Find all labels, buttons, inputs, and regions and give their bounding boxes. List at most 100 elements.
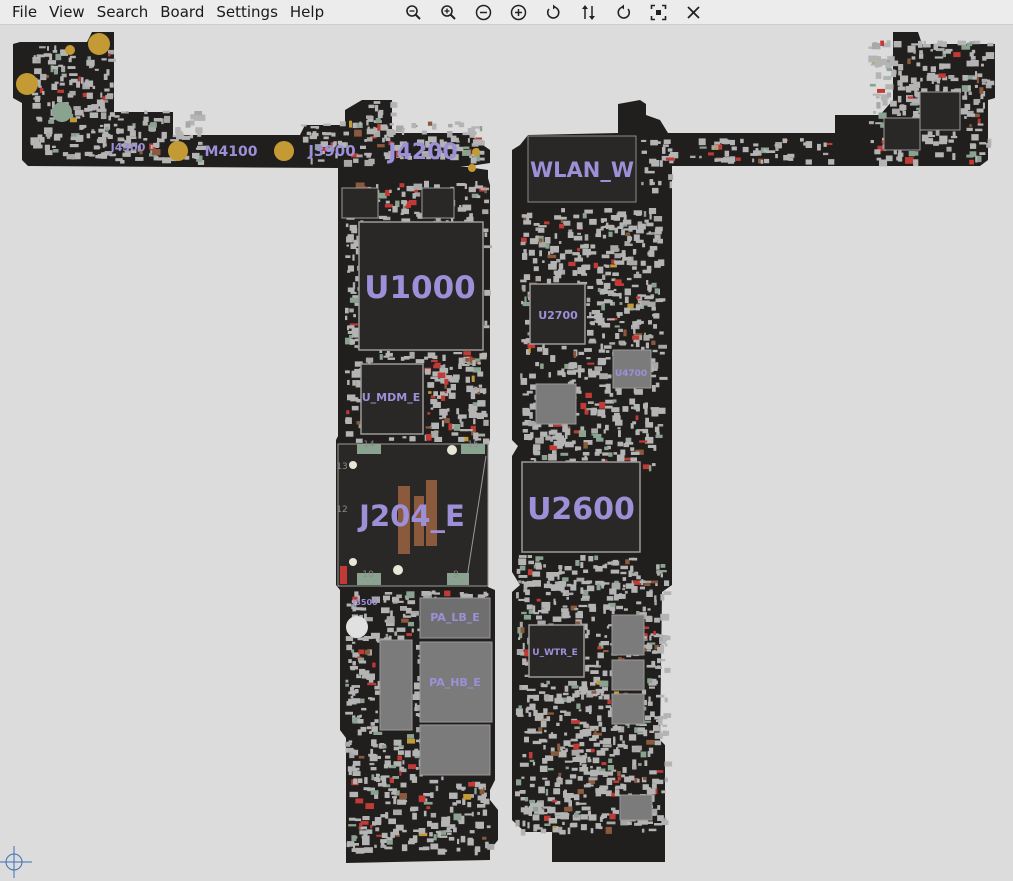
smd-part — [458, 818, 465, 825]
rotate-right-button[interactable] — [606, 0, 641, 24]
smd-part — [197, 160, 205, 165]
smd-part — [352, 282, 356, 289]
menu-settings[interactable]: Settings — [216, 3, 278, 21]
smd-part — [975, 128, 983, 132]
smd-part — [466, 362, 475, 365]
smd-part — [595, 448, 602, 454]
smd-part — [597, 357, 607, 365]
smd-part — [896, 112, 901, 116]
smd-part — [431, 359, 438, 363]
smd-part — [935, 48, 945, 52]
smd-part — [545, 591, 551, 596]
smd-part — [362, 670, 370, 677]
smd-part — [540, 720, 547, 728]
menu-search[interactable]: Search — [96, 3, 149, 21]
board-canvas[interactable]: J4300 M4100 J3900 J4200 WLAN_W U1000 U27… — [0, 25, 1013, 881]
smd-part — [618, 657, 622, 661]
smd-part — [667, 148, 673, 152]
smd-part — [649, 770, 657, 775]
smd-part — [654, 716, 659, 720]
smd-part — [380, 775, 386, 781]
menu-help[interactable]: Help — [289, 3, 325, 21]
smd-part — [591, 428, 598, 434]
smd-part — [567, 827, 571, 835]
smd-part — [460, 421, 464, 428]
zoom-in-button[interactable] — [396, 0, 431, 24]
pin-15: 15 — [467, 440, 478, 450]
smd-part — [655, 580, 658, 586]
smd-part — [521, 611, 527, 615]
smd-part — [658, 715, 668, 720]
smd-part — [628, 793, 632, 796]
zoom-area-button[interactable] — [431, 0, 466, 24]
mounting-holes — [16, 33, 480, 638]
smd-part — [485, 841, 489, 849]
smd-part — [354, 361, 363, 367]
smd-part — [966, 113, 975, 117]
smd-part — [536, 556, 544, 560]
smd-part — [933, 141, 939, 146]
smd-part — [518, 598, 526, 601]
close-button[interactable] — [676, 0, 711, 24]
smd-part — [878, 112, 887, 119]
smd-part — [586, 629, 590, 635]
smd-part — [524, 434, 533, 440]
smd-part — [359, 669, 363, 676]
smd-part — [551, 587, 556, 591]
menu-file[interactable]: File — [12, 3, 38, 21]
smd-part — [462, 204, 472, 211]
smd-part — [552, 435, 558, 440]
smd-part — [43, 53, 52, 57]
board-view[interactable]: J4300 M4100 J3900 J4200 WLAN_W U1000 U27… — [0, 25, 1013, 881]
smd-part — [565, 779, 573, 785]
smd-part — [396, 125, 404, 133]
menu-board[interactable]: Board — [160, 3, 205, 21]
fit-button[interactable] — [641, 0, 676, 24]
smd-part — [41, 74, 46, 79]
smd-part — [528, 609, 534, 614]
smd-part — [423, 810, 427, 817]
smd-part — [184, 155, 190, 160]
smd-part — [407, 734, 414, 739]
smd-part — [52, 145, 56, 148]
smd-part — [366, 155, 371, 158]
smd-part — [426, 433, 432, 441]
smd-part — [521, 237, 527, 244]
zoom-plus-icon — [510, 4, 527, 20]
smd-part — [383, 152, 389, 157]
smd-part — [620, 253, 626, 257]
smd-part — [557, 370, 565, 376]
smd-part — [358, 778, 363, 783]
smd-part — [542, 348, 549, 355]
smd-part — [561, 208, 565, 213]
smd-part — [101, 58, 107, 61]
rotate-left-button[interactable] — [536, 0, 571, 24]
smd-part — [364, 649, 371, 655]
smd-part — [619, 735, 623, 741]
smd-part — [642, 428, 649, 434]
smd-part — [545, 243, 550, 249]
label-wlan: WLAN_W — [530, 158, 634, 182]
zoom-out-button[interactable] — [466, 0, 501, 24]
smd-part — [385, 812, 389, 819]
smd-part — [913, 49, 916, 54]
smd-part — [522, 301, 530, 307]
zoom-plus-button[interactable] — [501, 0, 536, 24]
smd-part — [604, 389, 611, 394]
smd-part — [588, 368, 593, 375]
smd-part — [402, 829, 407, 833]
smd-part — [438, 830, 447, 835]
smd-part — [973, 40, 981, 45]
flip-button[interactable] — [571, 0, 606, 24]
menu-view[interactable]: View — [49, 3, 85, 21]
smd-part — [433, 834, 437, 841]
smd-part — [635, 239, 644, 243]
smd-part — [479, 787, 485, 795]
smd-part — [374, 777, 380, 782]
smd-part — [518, 705, 522, 710]
smd-part — [413, 682, 421, 690]
smd-part — [980, 95, 984, 100]
smd-part — [611, 278, 616, 282]
smd-part — [102, 96, 108, 101]
smd-part — [439, 367, 449, 374]
